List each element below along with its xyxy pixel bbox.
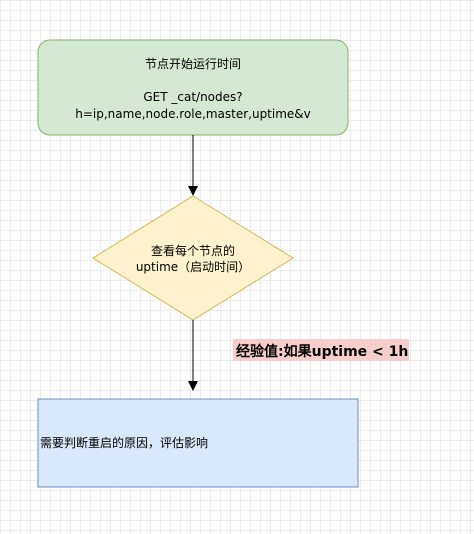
decision-node-diamond bbox=[92, 195, 294, 321]
decision-node-line2: uptime（启动时间） bbox=[136, 260, 250, 274]
start-node-request-line2: h=ip,name,node.role,master,uptime&v bbox=[75, 107, 311, 121]
decision-node-line1: 查看每个节点的 bbox=[151, 243, 235, 258]
experience-note-text: 经验值:如果uptime < 1h bbox=[236, 343, 408, 360]
start-node[interactable]: 节点开始运行时间 GET _cat/nodes? h=ip,name,node.… bbox=[37, 39, 349, 136]
decision-node[interactable]: 查看每个节点的 uptime（启动时间） bbox=[92, 195, 294, 321]
experience-note-highlight bbox=[233, 339, 409, 361]
end-node-text: 需要判断重启的原因，评估影响 bbox=[40, 435, 208, 450]
start-node-title: 节点开始运行时间 bbox=[145, 57, 241, 71]
end-node[interactable]: 需要判断重启的原因，评估影响 bbox=[37, 398, 359, 488]
end-node-box bbox=[37, 398, 359, 488]
experience-note: 经验值:如果uptime < 1h bbox=[233, 339, 409, 361]
start-node-request-line1: GET _cat/nodes? bbox=[143, 90, 242, 104]
